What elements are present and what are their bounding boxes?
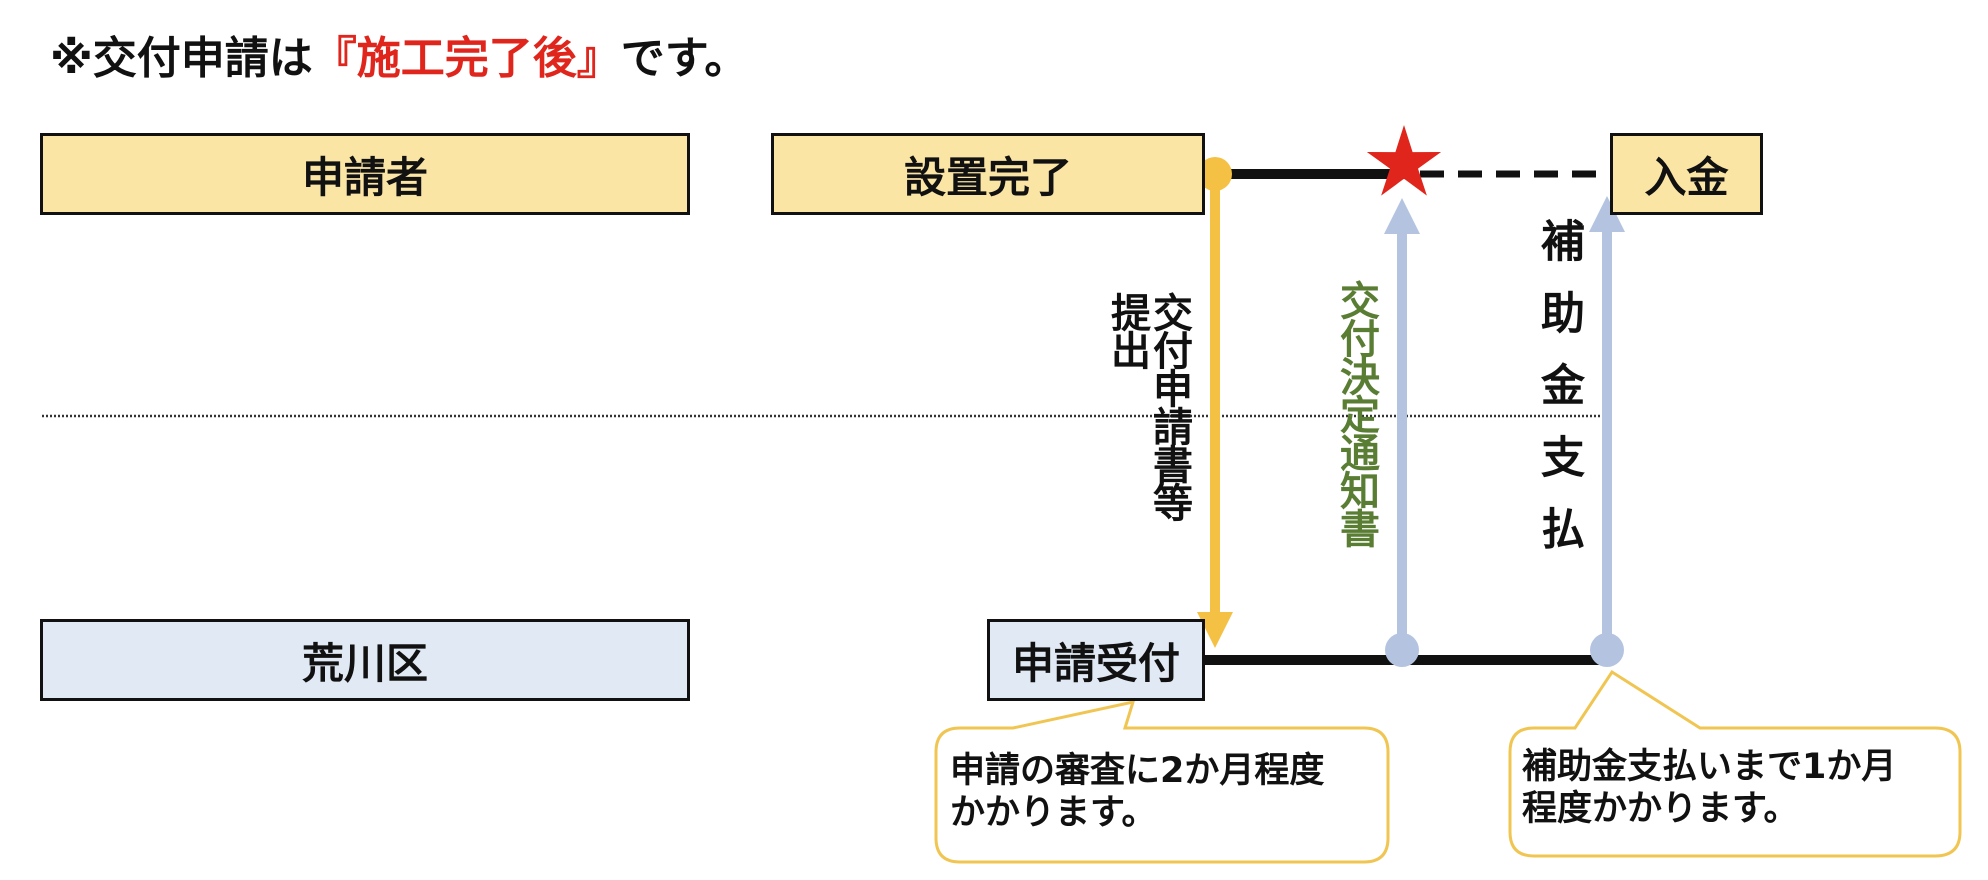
pay-callout-line1: 補助金支払いまで1か月	[1522, 747, 1897, 787]
install-complete-label: 設置完了	[903, 152, 1072, 202]
review-callout-text: 申請の審査に2か月程度 かかります。	[950, 750, 1324, 834]
title-prefix: ※交付申請は	[50, 33, 313, 84]
pay-callout-text: 補助金支払いまで1か月 程度かかります。	[1522, 746, 1896, 830]
red-star-icon	[1366, 125, 1442, 196]
applicant-box: 申請者	[40, 133, 690, 215]
title-suffix: です。	[620, 33, 749, 84]
applicant-label: 申請者	[301, 152, 428, 202]
review-callout-line2: かかります。	[950, 793, 1157, 833]
accept-box: 申請受付	[987, 619, 1205, 701]
payment-label: 入金	[1644, 152, 1729, 202]
pay-label: 補助金支払	[1533, 218, 1584, 578]
install-complete-box: 設置完了	[771, 133, 1205, 215]
ward-label: 荒川区	[301, 638, 428, 688]
decision-label: 交付決定通知書	[1333, 280, 1379, 546]
payment-box: 入金	[1610, 133, 1763, 215]
submit-start-dot	[1198, 157, 1232, 191]
review-callout-line1: 申請の審査に2か月程度	[950, 751, 1325, 791]
decision-start-dot	[1385, 633, 1419, 667]
review-callout-bubble	[934, 699, 1390, 864]
pay-callout-bubble	[1508, 669, 1962, 858]
submit-label-col1: 交付申請書等	[1146, 292, 1192, 520]
payment-start-dot	[1590, 633, 1624, 667]
pay-callout-line2: 程度かかります。	[1522, 789, 1799, 829]
accept-label: 申請受付	[1011, 638, 1180, 688]
title-highlight: 『施工完了後』	[312, 33, 621, 84]
submit-label-col2: 提出	[1104, 292, 1150, 368]
ward-box: 荒川区	[40, 619, 690, 701]
page-title: ※交付申請は『施工完了後』です。	[50, 22, 748, 86]
